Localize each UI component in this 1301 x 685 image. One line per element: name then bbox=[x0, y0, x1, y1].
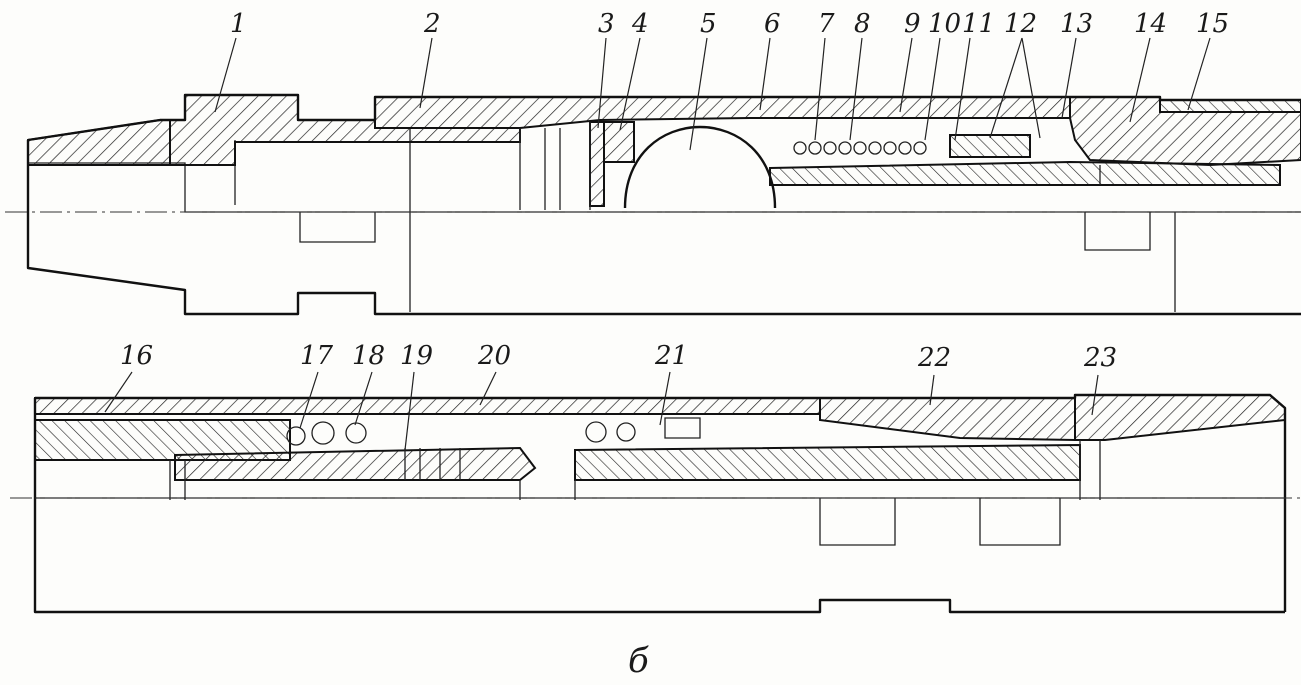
top-assembly: 1 2 3 4 5 6 7 8 9 10 11 12 13 14 15 bbox=[5, 9, 1301, 316]
part-label: 17 bbox=[300, 341, 334, 371]
part-label: 14 bbox=[1134, 9, 1167, 39]
part-label: 23 bbox=[1083, 343, 1117, 373]
part-label: 19 bbox=[400, 341, 433, 371]
part-20-tube bbox=[34, 397, 821, 415]
part-label: 18 bbox=[352, 341, 385, 371]
part-label: 21 bbox=[654, 341, 688, 371]
bottom-part-labels: 16 17 18 19 20 21 22 23 bbox=[120, 341, 1117, 373]
part-23-end bbox=[1074, 394, 1286, 441]
bottom-leaders bbox=[104, 371, 1099, 451]
part-label: 12 bbox=[1004, 9, 1037, 39]
part-label: 2 bbox=[423, 9, 441, 39]
part-label: 1 bbox=[230, 9, 247, 39]
top-part-labels: 1 2 3 4 5 6 7 8 9 10 11 12 13 14 15 bbox=[230, 9, 1229, 39]
outer-housing bbox=[374, 96, 1071, 129]
part-label: 6 bbox=[764, 9, 781, 39]
part-4-seat bbox=[603, 121, 635, 163]
part-22-body bbox=[819, 397, 1076, 442]
bottom-assembly: 16 17 18 19 20 21 22 23 bbox=[10, 341, 1301, 614]
part-label: 10 bbox=[928, 9, 961, 39]
part-label: 8 bbox=[854, 9, 871, 39]
part-15 bbox=[1159, 99, 1301, 113]
figure-caption: б bbox=[628, 641, 649, 681]
part-label: 20 bbox=[477, 341, 511, 371]
part-3-ring bbox=[589, 121, 605, 207]
part-label: 4 bbox=[631, 9, 649, 39]
part-label: 13 bbox=[1060, 9, 1093, 39]
part-label: 11 bbox=[962, 9, 995, 39]
part-label: 15 bbox=[1196, 9, 1229, 39]
inner-mandrel bbox=[769, 160, 1281, 186]
nose-cone bbox=[27, 119, 171, 166]
part-label: 16 bbox=[120, 341, 153, 371]
top-internal-lines bbox=[299, 122, 1151, 251]
part-21-mandrel bbox=[574, 443, 1081, 481]
part-label: 3 bbox=[598, 9, 615, 39]
part-19-mandrel bbox=[174, 446, 537, 481]
part-label: 22 bbox=[917, 343, 951, 373]
part-label: 9 bbox=[904, 9, 921, 39]
top-bore bbox=[28, 128, 1301, 312]
part-label: 5 bbox=[700, 9, 717, 39]
seal-stack bbox=[793, 141, 927, 155]
part-12-sleeve bbox=[949, 134, 1031, 158]
top-leaders bbox=[214, 37, 1211, 151]
part-5-ball bbox=[623, 125, 777, 209]
bottom-internal-lines bbox=[169, 417, 1101, 500]
part-label: 7 bbox=[818, 9, 835, 39]
bottom-balls bbox=[286, 421, 636, 446]
